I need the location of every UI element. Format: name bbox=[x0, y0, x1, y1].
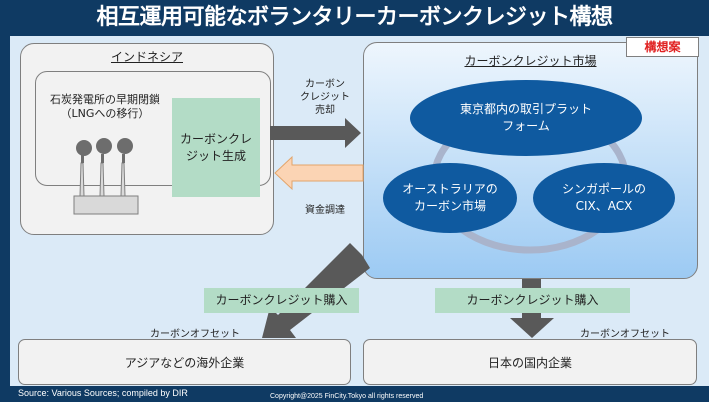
asia-company-box: アジアなどの海外企業 bbox=[18, 339, 351, 385]
australia-line2: カーボン市場 bbox=[413, 199, 486, 213]
sell-line1: カーボン bbox=[305, 79, 345, 90]
offset-label-right: カーボンオフセット bbox=[580, 329, 670, 340]
purchase-label-left: カーボンクレジット購入 bbox=[204, 288, 359, 313]
generation-line2: ジット生成 bbox=[185, 148, 246, 163]
japan-company-label: 日本の国内企業 bbox=[487, 355, 572, 370]
credit-sale-label: カーボン クレジット 売却 bbox=[290, 78, 360, 117]
credit-sale-arrow bbox=[270, 118, 361, 148]
carbon-market-title: カーボンクレジット市場 bbox=[464, 54, 597, 68]
japan-company-box: 日本の国内企業 bbox=[363, 339, 697, 385]
tokyo-platform-ellipse: 東京都内の取引プラット フォーム bbox=[410, 80, 642, 156]
source-note: Source: Various Sources; compiled by DIR bbox=[18, 388, 188, 398]
asia-company-label: アジアなどの海外企業 bbox=[124, 355, 245, 370]
purchase-label-right: カーボンクレジット購入 bbox=[435, 288, 630, 313]
page-title: 相互運用可能なボランタリーカーボンクレジット構想 bbox=[96, 5, 613, 30]
funding-label: 資金調達 bbox=[305, 205, 345, 216]
australia-market-ellipse: オーストラリアの カーボン市場 bbox=[383, 163, 517, 233]
singapore-line2: CIX、ACX bbox=[575, 199, 633, 213]
funding-arrow bbox=[274, 155, 364, 191]
draft-badge: 構想案 bbox=[626, 37, 699, 57]
sell-line2: クレジット bbox=[300, 92, 350, 103]
tokyo-line1: 東京都内の取引プラット bbox=[459, 102, 592, 116]
factory-smokestack-icon bbox=[73, 138, 139, 215]
singapore-market-ellipse: シンガポールの CIX、ACX bbox=[533, 163, 675, 233]
australia-line1: オーストラリアの bbox=[402, 182, 498, 196]
tokyo-line2: フォーム bbox=[502, 119, 550, 133]
singapore-line1: シンガポールの bbox=[561, 182, 646, 196]
sell-line3: 売却 bbox=[315, 105, 335, 116]
credit-generation-box: カーボンクレ ジット生成 bbox=[172, 98, 260, 197]
coal-closure-text: 石炭発電所の早期閉鎖 （LNGへの移行） bbox=[40, 93, 170, 121]
coal-text-line2: （LNGへの移行） bbox=[60, 107, 150, 120]
copyright-note: Copyright@2025 FinCity.Tokyo all rights … bbox=[270, 393, 424, 400]
indonesia-title: インドネシア bbox=[110, 50, 183, 64]
coal-text-line1: 石炭発電所の早期閉鎖 bbox=[50, 93, 160, 106]
generation-line1: カーボンクレ bbox=[179, 131, 252, 146]
offset-label-left: カーボンオフセット bbox=[150, 329, 240, 340]
